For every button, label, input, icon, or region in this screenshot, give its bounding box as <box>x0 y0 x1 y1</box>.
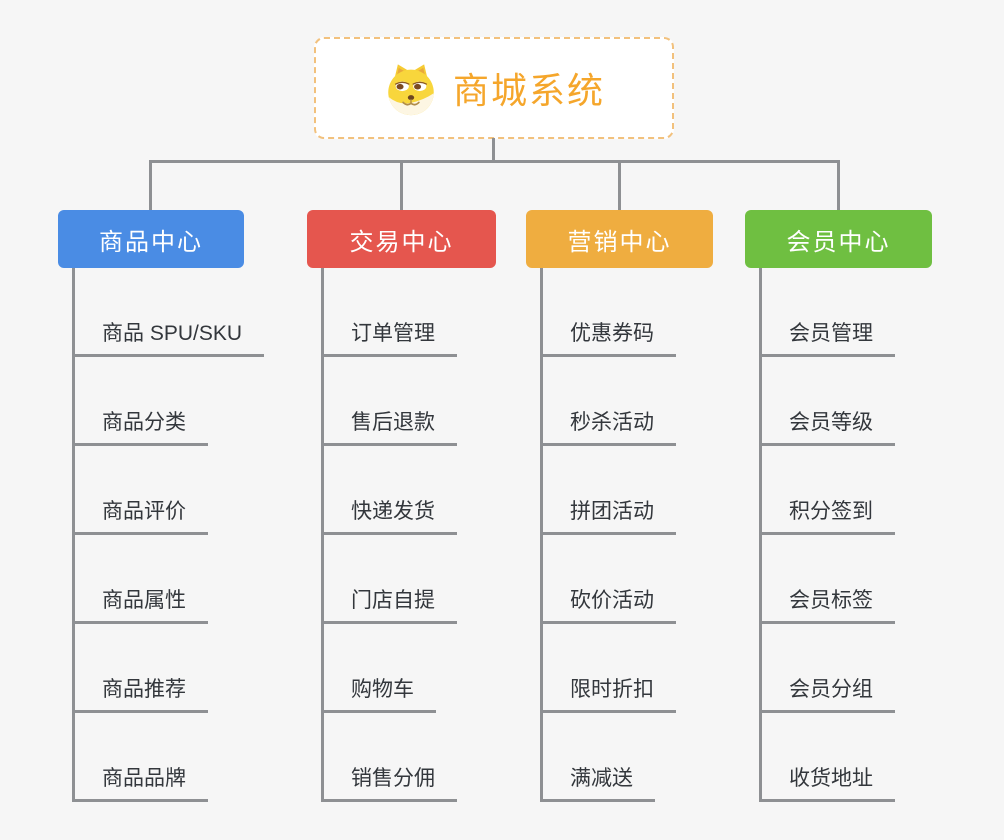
connector-drop-3 <box>618 163 621 211</box>
branch-trunk-product-center <box>72 268 75 802</box>
branch-item-trade-center-1[interactable]: 订单管理 <box>321 320 457 357</box>
branch-item-member-center-4[interactable]: 会员标签 <box>759 587 895 624</box>
branch-item-product-center-1[interactable]: 商品 SPU/SKU <box>72 320 265 357</box>
branch-item-marketing-center-2[interactable]: 秒杀活动 <box>540 409 676 446</box>
branch-item-member-center-6[interactable]: 收货地址 <box>759 765 895 802</box>
branch-item-trade-center-5[interactable]: 购物车 <box>321 676 436 713</box>
branch-item-member-center-3[interactable]: 积分签到 <box>759 498 895 535</box>
root-node[interactable]: 商城系统 <box>314 37 674 139</box>
branch-header-member-center[interactable]: 会员中心 <box>745 210 932 268</box>
branch-item-product-center-6[interactable]: 商品品牌 <box>72 765 208 802</box>
branch-item-product-center-5[interactable]: 商品推荐 <box>72 676 208 713</box>
branch-item-trade-center-4[interactable]: 门店自提 <box>321 587 457 624</box>
branch-item-trade-center-3[interactable]: 快递发货 <box>321 498 457 535</box>
branch-item-member-center-5[interactable]: 会员分组 <box>759 676 895 713</box>
connector-drop-4 <box>837 163 840 211</box>
connector-horizontal-bus <box>149 160 840 163</box>
branch-header-product-center[interactable]: 商品中心 <box>58 210 244 268</box>
root-title: 商城系统 <box>452 70 605 111</box>
doge-face-icon <box>388 64 434 116</box>
branch-item-product-center-4[interactable]: 商品属性 <box>72 587 208 624</box>
branch-item-member-center-2[interactable]: 会员等级 <box>759 409 895 446</box>
branch-header-trade-center[interactable]: 交易中心 <box>307 210 496 268</box>
branch-item-member-center-1[interactable]: 会员管理 <box>759 320 895 357</box>
connector-drop-2 <box>400 163 403 211</box>
branch-item-product-center-2[interactable]: 商品分类 <box>72 409 208 446</box>
branch-header-marketing-center[interactable]: 营销中心 <box>526 210 713 268</box>
branch-trunk-member-center <box>759 268 762 802</box>
connector-root-drop <box>492 138 495 160</box>
branch-item-marketing-center-5[interactable]: 限时折扣 <box>540 676 676 713</box>
branch-item-marketing-center-4[interactable]: 砍价活动 <box>540 587 676 624</box>
branch-item-trade-center-6[interactable]: 销售分佣 <box>321 765 457 802</box>
branch-item-marketing-center-6[interactable]: 满减送 <box>540 765 655 802</box>
branch-item-marketing-center-1[interactable]: 优惠券码 <box>540 320 676 357</box>
branch-item-product-center-3[interactable]: 商品评价 <box>72 498 208 535</box>
branch-trunk-marketing-center <box>540 268 543 802</box>
branch-item-marketing-center-3[interactable]: 拼团活动 <box>540 498 676 535</box>
branch-item-trade-center-2[interactable]: 售后退款 <box>321 409 457 446</box>
connector-drop-1 <box>149 163 152 211</box>
branch-trunk-trade-center <box>321 268 324 802</box>
